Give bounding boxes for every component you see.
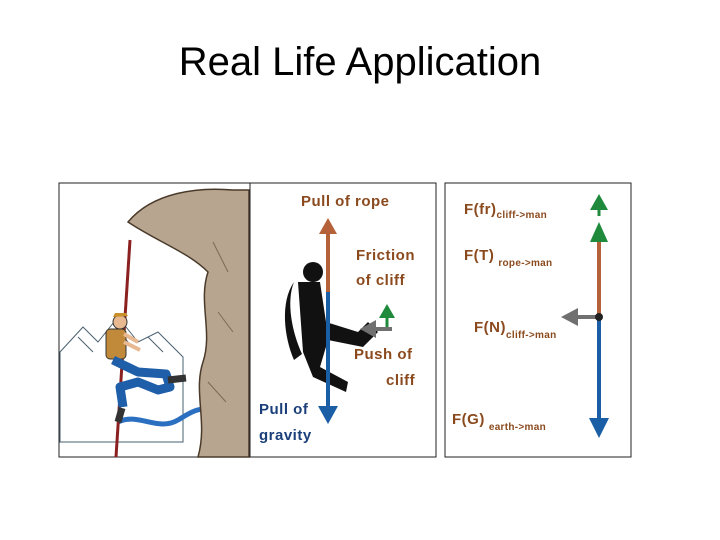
slide-title: Real Life Application bbox=[0, 40, 720, 85]
label-push-line2: cliff bbox=[386, 372, 416, 389]
forces-figure: Pull of rope Friction of cliff Push of c… bbox=[58, 182, 633, 460]
label-gravity-line2: gravity bbox=[259, 427, 312, 444]
label-friction-line1: Friction bbox=[356, 247, 415, 264]
label-pull-of-rope: Pull of rope bbox=[301, 193, 390, 210]
label-gravity-line1: Pull of bbox=[259, 401, 309, 418]
free-body-panel: F(fr)cliff->man F(T)rope->man F(N)cliff-… bbox=[445, 183, 631, 457]
label-friction-line2: of cliff bbox=[356, 272, 405, 289]
fbd-point bbox=[595, 313, 603, 321]
labeled-photo-panel: Pull of rope Friction of cliff Push of c… bbox=[250, 183, 436, 457]
label-push-line1: Push of bbox=[354, 346, 413, 363]
climber-panel bbox=[59, 183, 250, 457]
